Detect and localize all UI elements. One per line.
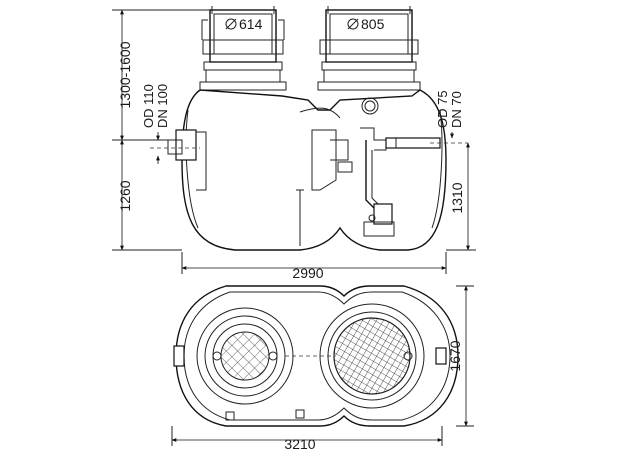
outlet-dn-label: DN 70 xyxy=(449,91,464,128)
plan-width-label: 3210 xyxy=(284,436,315,452)
outlet-pipe xyxy=(385,137,468,149)
inlet-height-label: 1260 xyxy=(117,180,133,211)
diameter-symbol-icon xyxy=(225,18,237,30)
side-width-label: 2990 xyxy=(292,265,323,281)
left-manhole xyxy=(196,307,294,405)
outlet-height-label: 1310 xyxy=(449,182,465,213)
inspection-port xyxy=(361,97,379,115)
inlet-diameter-callout: OD 110 DN 100 xyxy=(141,84,170,164)
plan-depth-dimension: 1670 xyxy=(447,285,474,427)
left-riser xyxy=(199,6,287,91)
outlet-od-label: OD 75 xyxy=(435,90,450,128)
plan-depth-label: 1670 xyxy=(447,340,463,371)
internal-chamber xyxy=(296,129,353,246)
tank-body xyxy=(181,89,447,251)
side-width-dimension: 2990 xyxy=(181,252,447,281)
riser-height-dimension: 1300-1600 xyxy=(112,9,210,141)
inlet-height-dimension: 1260 xyxy=(112,139,182,251)
right-riser xyxy=(317,6,421,91)
plan-view: 1670 3210 xyxy=(171,285,474,452)
left-diameter-callout: 614 xyxy=(225,16,263,32)
riser-height-label: 1300-1600 xyxy=(117,41,133,108)
outlet-diameter-callout: OD 75 DN 70 xyxy=(435,90,464,139)
diameter-symbol-icon xyxy=(347,18,359,30)
inlet-od-label: OD 110 xyxy=(141,84,156,128)
outlet-height-dimension: 1310 xyxy=(446,142,476,251)
left-diameter-label: 614 xyxy=(239,16,263,32)
plan-width-dimension: 3210 xyxy=(171,426,443,452)
plan-outline xyxy=(175,285,459,427)
right-diameter-callout: 805 xyxy=(347,16,385,32)
right-manhole xyxy=(319,303,425,409)
inlet-dn-label: DN 100 xyxy=(155,84,170,128)
right-diameter-label: 805 xyxy=(361,16,385,32)
side-elevation-view: 1300-1600 1260 OD 110 DN 100 OD 75 DN 70… xyxy=(112,6,476,281)
inlet-pipe xyxy=(150,129,207,191)
pump-assembly xyxy=(360,127,395,237)
